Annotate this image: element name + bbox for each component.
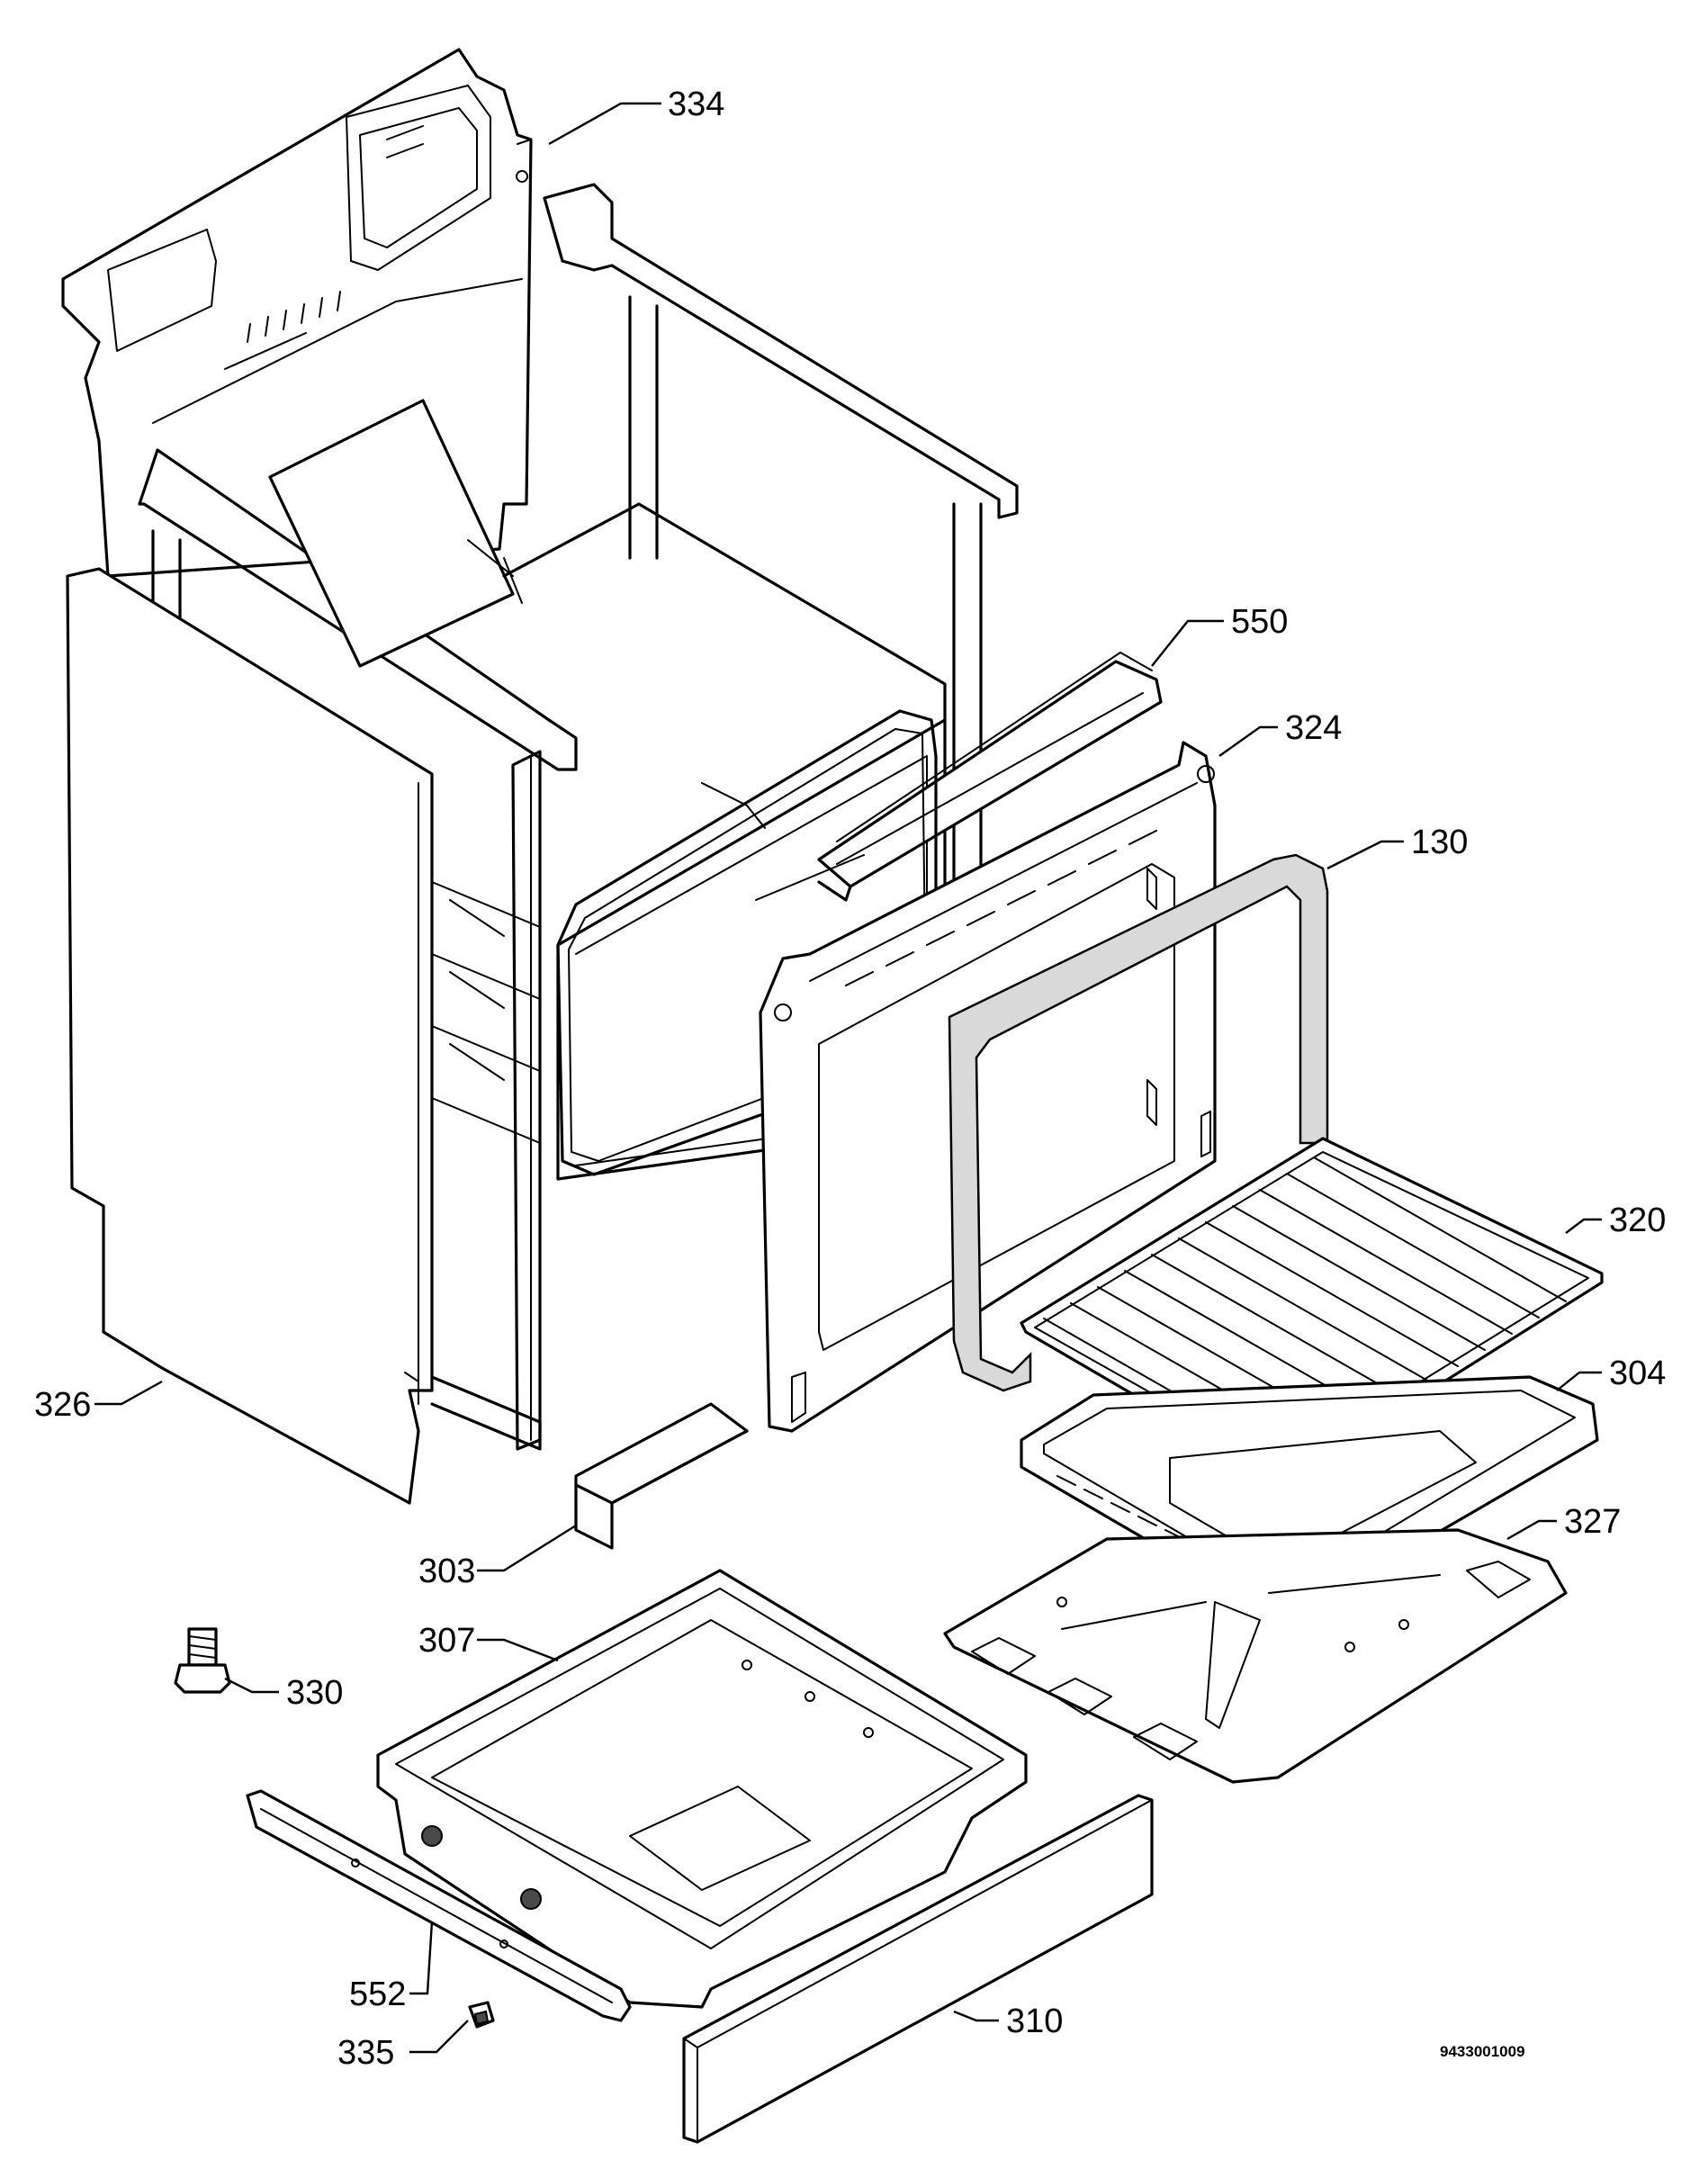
part-307-drawer xyxy=(376,1569,1028,2009)
part-335-screw xyxy=(468,2001,495,2029)
oven-cavity-frame xyxy=(138,183,1019,1451)
callout-320: 320 xyxy=(1609,1202,1666,1239)
callout-330: 330 xyxy=(286,1674,343,1712)
callout-327: 327 xyxy=(1564,1503,1621,1541)
part-552-runner xyxy=(246,1789,632,2022)
part-330-bolt xyxy=(174,1627,231,1694)
callout-310: 310 xyxy=(1006,2002,1063,2040)
part-327-bottom-plate xyxy=(943,1528,1568,1784)
document-code: 9433001009 xyxy=(1440,2043,1525,2060)
leader-lines xyxy=(94,102,1602,2054)
callout-335: 335 xyxy=(337,2034,394,2072)
part-303-panel xyxy=(574,1402,749,1550)
part-324-front-frame xyxy=(759,741,1217,1433)
callout-labels: 334 550 324 130 320 304 327 326 303 307 … xyxy=(34,86,1666,2072)
callout-552: 552 xyxy=(349,1976,406,2013)
part-310-drawer-front xyxy=(682,1794,1154,2144)
callout-326: 326 xyxy=(34,1386,91,1424)
callout-550: 550 xyxy=(1231,603,1288,641)
part-550-rail xyxy=(817,652,1163,902)
callout-303: 303 xyxy=(418,1552,475,1590)
callout-334: 334 xyxy=(668,86,724,123)
callout-304: 304 xyxy=(1609,1354,1666,1392)
callout-324: 324 xyxy=(1285,709,1342,747)
part-130-door-gasket xyxy=(948,853,1329,1392)
part-326-side-panel xyxy=(66,567,434,1505)
callout-130: 130 xyxy=(1411,824,1468,861)
callout-307: 307 xyxy=(418,1622,475,1660)
